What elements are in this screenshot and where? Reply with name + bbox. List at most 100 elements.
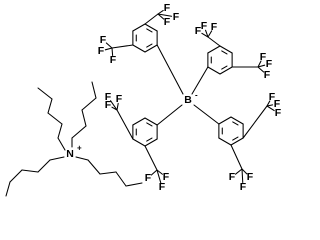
- cf3-group-cf-bond: [266, 100, 271, 107]
- pentyl-chain-upper-left-bond: [47, 112, 63, 125]
- cf3-group-cf-bond: [104, 47, 113, 51]
- cf3-group-cf-bond: [257, 66, 265, 73]
- nitrogen-label: N: [66, 148, 74, 160]
- pentyl-chain-lower-left-bond: [21, 169, 39, 173]
- fluorine-label: F: [211, 21, 218, 33]
- cf3-group-stem: [144, 145, 158, 171]
- aryl-ring-bottom-right-double-bond: [232, 121, 239, 126]
- cf3-group-cf-bond: [234, 168, 243, 175]
- fluorine-label: F: [240, 181, 247, 193]
- aryl-ring-top-right-double-bond: [221, 65, 228, 70]
- fluorine-label: F: [100, 34, 107, 46]
- aryl-ring-bottom-right-edge: [218, 137, 232, 146]
- pentyl-chain-lower-left-bond: [49, 156, 65, 161]
- fluorine-label: F: [275, 107, 282, 119]
- aryl-ring-bottom-right-edge: [230, 137, 244, 146]
- fluorine-label: F: [229, 171, 236, 183]
- aryl-ring-top-left-edge: [144, 23, 158, 32]
- cf3-group-cf-bond: [157, 9, 164, 15]
- boron-charge: -: [195, 91, 198, 100]
- bond-layer: [5, 9, 275, 197]
- pentyl-chain-lower-right-bond: [87, 159, 101, 175]
- fluorine-label: F: [159, 181, 166, 193]
- fluorine-label: F: [164, 2, 171, 14]
- fluorine-label: F: [105, 99, 112, 111]
- aryl-ring-top-left-edge: [144, 44, 158, 53]
- b-aryl-bond: [193, 104, 220, 125]
- cf3-group-stem: [230, 144, 243, 170]
- pentyl-chain-upper-right-bond: [81, 97, 97, 111]
- fluorine-label: F: [195, 25, 202, 37]
- cf3-group-cf-bond: [150, 169, 158, 176]
- pentyl-chain-upper-right-bond: [91, 81, 97, 99]
- cf3-group-stem: [242, 105, 268, 139]
- aryl-ring-top-left-double-bond: [146, 43, 153, 48]
- pentyl-chain-lower-left-bond: [9, 169, 23, 183]
- fluorine-label: F: [266, 58, 273, 70]
- cf3-group-stem: [207, 36, 221, 47]
- fluorine-label: F: [274, 98, 281, 110]
- aryl-ring-bottom-left-double-bond: [146, 137, 153, 142]
- aryl-ring-bottom-right-edge: [230, 116, 244, 125]
- aryl-ring-top-right-edge: [219, 45, 233, 54]
- fluorine-label: F: [247, 171, 254, 183]
- cf3-group-cf-bond: [116, 102, 119, 111]
- aryl-ring-top-right-edge: [207, 66, 221, 75]
- aryl-ring-bottom-left-edge: [132, 138, 146, 147]
- aryl-ring-bottom-left-double-bond: [146, 122, 153, 127]
- fluorine-label: F: [110, 54, 117, 66]
- pentyl-chain-lower-right-bond: [115, 171, 127, 187]
- aryl-ring-top-right-edge: [207, 45, 221, 54]
- cf3-group-cf-bond: [111, 47, 114, 57]
- pentyl-chain-lower-right-bond: [99, 171, 117, 175]
- fluorine-label: F: [145, 172, 152, 184]
- cf3-group-stem: [111, 44, 134, 49]
- fluorine-label: F: [163, 171, 170, 183]
- cf3-group-cf-bond: [156, 169, 162, 184]
- b-aryl-bond: [156, 44, 184, 95]
- cf3-group-cf-bond: [241, 168, 244, 184]
- cf3-group-cf-bond: [266, 104, 274, 107]
- aryl-ring-bottom-left-edge: [132, 117, 146, 126]
- cf3-group-cf-bond: [205, 29, 209, 38]
- pentyl-chain-upper-left-bond: [57, 137, 66, 151]
- cf3-group-stem: [116, 109, 134, 140]
- fluorine-label: F: [201, 20, 208, 32]
- cf3-group-cf-bond: [157, 13, 165, 20]
- cf3-group-cf-bond: [257, 60, 262, 68]
- fluorine-label: F: [116, 93, 123, 105]
- cf3-group-stem: [144, 13, 159, 25]
- cf3-group-cf-bond: [105, 42, 113, 49]
- pentyl-chain-lower-left-bond: [5, 181, 11, 197]
- cf3-group-cf-bond: [157, 13, 173, 17]
- aryl-ring-bottom-left-edge: [144, 117, 158, 126]
- pentyl-chain-upper-left-bond: [47, 98, 53, 114]
- cf3-group-cf-bond: [201, 32, 209, 38]
- aryl-ring-bottom-left-edge: [144, 138, 158, 147]
- pentyl-chain-upper-left-bond: [37, 87, 53, 100]
- nitrogen-charge: +: [77, 144, 82, 153]
- fluorine-label: F: [269, 91, 276, 103]
- fluorine-label: F: [98, 45, 105, 57]
- aryl-ring-top-left-edge: [132, 23, 146, 32]
- pentyl-chain-upper-right-bond: [71, 125, 87, 139]
- pentyl-chain-lower-right-bond: [125, 182, 143, 187]
- aryl-ring-top-right-double-bond: [221, 50, 228, 55]
- fluorine-label: F: [105, 91, 112, 103]
- aryl-ring-bottom-right-double-bond: [232, 136, 239, 141]
- pentyl-chain-upper-left-bond: [57, 123, 63, 139]
- fluorine-label: F: [164, 16, 171, 28]
- fluorine-label: F: [264, 69, 271, 81]
- fluorine-label: F: [173, 11, 180, 23]
- aryl-ring-top-left-double-bond: [146, 28, 153, 33]
- aryl-ring-bottom-right-edge: [218, 116, 232, 125]
- pentyl-chain-lower-right-bond: [75, 156, 89, 161]
- cf3-group-cf-bond: [207, 30, 213, 38]
- pentyl-chain-upper-right-bond: [81, 109, 87, 127]
- cf3-group-cf-bond: [110, 100, 118, 111]
- cf3-group-cf-bond: [156, 169, 163, 175]
- cf3-group-cf-bond: [266, 105, 275, 112]
